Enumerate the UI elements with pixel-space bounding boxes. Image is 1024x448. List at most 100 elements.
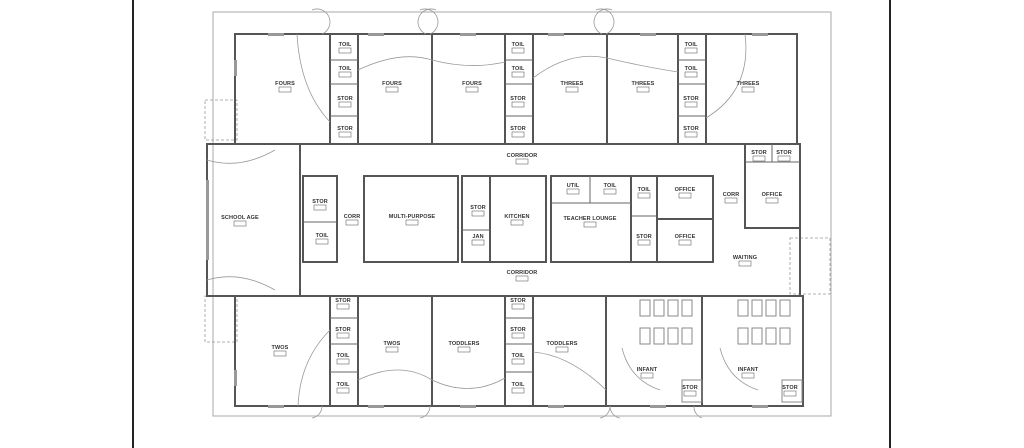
support-rooms [303, 59, 803, 403]
room-number-tag [385, 86, 399, 93]
room-label: STOR [510, 96, 526, 102]
room-number-tag [511, 71, 525, 78]
room-label: TOIL [512, 42, 525, 48]
room-label: STOR [683, 126, 699, 132]
room-number-tag [336, 303, 350, 310]
room-label: TOIL [685, 42, 698, 48]
room-number-tag [555, 346, 569, 353]
room-number-tag [566, 188, 580, 195]
windows [206, 33, 768, 408]
room-label: STOR [682, 385, 698, 391]
room-number-tag [637, 192, 651, 199]
room-number-tag [777, 155, 791, 162]
door-swings [206, 8, 759, 419]
room-label: MULTI-PURPOSE [389, 214, 436, 220]
room-number-tag [511, 332, 525, 339]
room-number-tag [684, 71, 698, 78]
room-number-tag [510, 219, 524, 226]
room-label: CORR [344, 214, 361, 220]
room-label: STOR [683, 96, 699, 102]
room-label: TEACHER LOUNGE [563, 216, 616, 222]
room-number-tag [783, 390, 797, 397]
room-label: TOIL [339, 42, 352, 48]
room-number-tag [752, 155, 766, 162]
room-label: STOR [337, 126, 353, 132]
room-number-tag [515, 158, 529, 165]
room-number-tag [636, 86, 650, 93]
room-label: TOIL [337, 382, 350, 388]
room-number-tag [678, 192, 692, 199]
room-number-tag [273, 350, 287, 357]
room-number-tag [565, 86, 579, 93]
room-label: STOR [510, 126, 526, 132]
room-label: TOIL [337, 353, 350, 359]
room-label: OFFICE [762, 192, 783, 198]
room-label: STOR [470, 205, 486, 211]
room-label: STOR [337, 96, 353, 102]
room-label: CORR [723, 192, 740, 198]
room-number-tag [338, 101, 352, 108]
room-number-tag [683, 390, 697, 397]
room-number-tag [338, 47, 352, 54]
room-label: WAITING [733, 255, 757, 261]
room-number-tag [405, 219, 419, 226]
room-label: STOR [510, 298, 526, 304]
room-number-tag [684, 47, 698, 54]
room-number-tag [684, 131, 698, 138]
room-number-tag [465, 86, 479, 93]
room-label: SCHOOL AGE [221, 215, 259, 221]
room-label: TOIL [685, 66, 698, 72]
room-label: CORRIDOR [507, 153, 538, 159]
room-number-tag [385, 346, 399, 353]
room-number-tag [315, 238, 329, 245]
room-number-tag [511, 101, 525, 108]
room-number-tag [741, 372, 755, 379]
walls [206, 33, 804, 407]
room-label: THREES [737, 81, 760, 87]
room-label: TODDLERS [449, 341, 480, 347]
room-number-tag [457, 346, 471, 353]
room-label: INFANT [738, 367, 759, 373]
room-label: UTIL [567, 183, 580, 189]
room-label: OFFICE [675, 234, 696, 240]
room-number-tag [724, 197, 738, 204]
room-number-tag [313, 204, 327, 211]
room-label: CORRIDOR [507, 270, 538, 276]
room-number-tag [511, 131, 525, 138]
room-label: TODDLERS [547, 341, 578, 347]
room-label: STOR [335, 327, 351, 333]
room-number-tag [471, 210, 485, 217]
room-number-tag [336, 387, 350, 394]
room-number-tag [511, 358, 525, 365]
room-label: TOIL [316, 233, 329, 239]
room-label: STOR [335, 298, 351, 304]
room-label: STOR [312, 199, 328, 205]
room-label: FOURS [275, 81, 295, 87]
room-number-tag [640, 372, 654, 379]
room-number-tag [511, 387, 525, 394]
room-number-tag [336, 358, 350, 365]
room-number-tag [678, 239, 692, 246]
room-number-tag [278, 86, 292, 93]
room-label: KITCHEN [504, 214, 529, 220]
room-label: TOIL [604, 183, 617, 189]
room-label: FOURS [462, 81, 482, 87]
room-label: STOR [751, 150, 767, 156]
room-number-tag [233, 220, 247, 227]
room-number-tag [603, 188, 617, 195]
room-label: TWOS [384, 341, 401, 347]
room-label: OFFICE [675, 187, 696, 193]
room-label: TWOS [272, 345, 289, 351]
room-label: STOR [636, 234, 652, 240]
room-label: TOIL [339, 66, 352, 72]
room-number-tag [741, 86, 755, 93]
site-outline [212, 11, 832, 417]
room-label: TOIL [512, 353, 525, 359]
room-label: STOR [782, 385, 798, 391]
room-label: STOR [510, 327, 526, 333]
room-number-tag [345, 219, 359, 226]
drawing-border-right [889, 0, 891, 448]
drawing-border-left [132, 0, 134, 448]
room-number-tag [338, 71, 352, 78]
